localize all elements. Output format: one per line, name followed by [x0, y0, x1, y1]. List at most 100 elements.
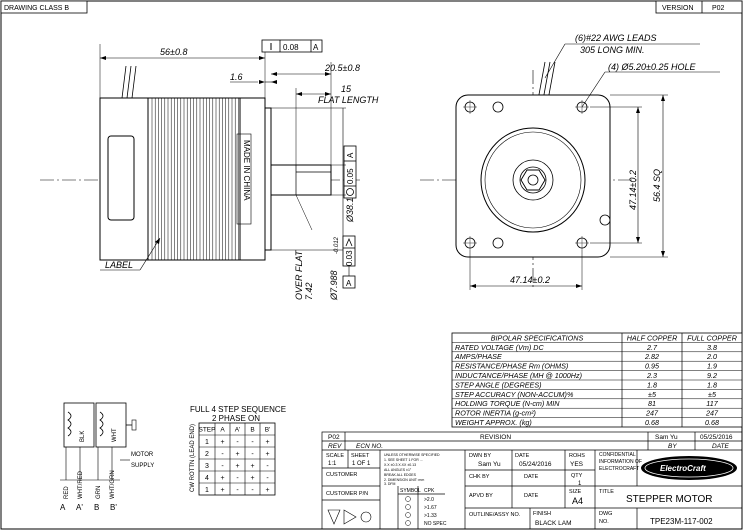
sequence-cell: -	[266, 475, 269, 482]
drawing-class-text: DRAWING CLASS B	[4, 5, 69, 12]
wire-red: RED	[64, 486, 70, 499]
electrocraft-logo	[641, 456, 737, 480]
tb-apvd-date-label: DATE	[524, 493, 539, 499]
tb-chk-label: CHK BY	[469, 474, 490, 480]
spec-half-copper: 2.82	[644, 352, 659, 361]
spec-full-copper: 117	[706, 399, 718, 408]
sequence-cell: +	[250, 475, 254, 482]
square-dim: 56.4 SQ	[652, 169, 662, 202]
spec-full-copper: 3.8	[707, 343, 717, 352]
spec-header-2: FULL COPPER	[687, 333, 737, 342]
spec-full-copper: 1.8	[707, 380, 717, 389]
tb-confidential-1: CONFIDENTIAL	[599, 452, 636, 458]
version-box	[655, 0, 743, 14]
spec-label: ROTOR INERTIA (g-cm²)	[455, 409, 536, 418]
tb-rev-date: 05/25/2016	[700, 434, 733, 441]
side-view: MADE IN CHINA 56±0.8 0.08 A 20.5±0.8 1.6…	[40, 39, 379, 301]
sequence-cell: +	[235, 463, 239, 470]
sequence-cell: 3	[205, 463, 209, 470]
tb-customer-pn-label: CUSTOMER P/N	[326, 491, 368, 497]
sequence-cell: +	[250, 463, 254, 470]
tb-qty-value: 1	[578, 481, 582, 487]
flatness-value: 0.08	[283, 43, 299, 52]
version-label: VERSION	[662, 5, 694, 12]
sequence-cell: 4	[205, 475, 209, 482]
leads-spec: (6)#22 AWG LEADS	[575, 33, 657, 43]
spec-half-copper: 2.3	[646, 371, 657, 380]
label-tag: LABEL	[105, 260, 133, 270]
spec-full-copper: 0.68	[705, 418, 719, 427]
shaft-diameter-tolerance: -0.012	[334, 236, 340, 254]
tb-rev-label: REV	[328, 443, 342, 450]
drawing-class-box	[0, 0, 88, 14]
sequence-header: A'	[235, 427, 241, 434]
tb-sheet-value: 1 OF 1	[352, 461, 371, 467]
sequence-subtitle: 2 PHASE ON	[212, 414, 260, 423]
tb-by-label: BY	[668, 443, 677, 450]
sequence-cell: -	[236, 439, 239, 446]
tb-scale-label: SCALE	[326, 453, 344, 459]
wiring-diagram: BLK WHT MOTOR SUPPLY RED WHT/RED GRN WHT…	[60, 402, 154, 512]
sequence-cell: +	[220, 487, 224, 494]
spec-half-copper: 0.68	[645, 418, 659, 427]
sequence-cell: +	[235, 451, 239, 458]
tb-rev-by: Sam Yu	[655, 434, 678, 441]
tb-cpk-1: >2.0	[424, 497, 434, 503]
front-view: (6)#22 AWG LEADS 305 LONG MIN. (4) Ø5.20…	[420, 33, 720, 290]
wire-wht-label: WHT	[112, 428, 118, 442]
tb-cpk-label: CPK	[424, 488, 435, 494]
tb-title-value: STEPPER MOTOR	[626, 494, 713, 505]
tb-tol-note-5: BREAK ALL EDGES	[384, 473, 417, 477]
flatness-datum: A	[313, 43, 319, 52]
tb-tol-note-7: 3. DFM	[384, 482, 396, 486]
spec-full-copper: 2.0	[706, 352, 717, 361]
wire-grn: GRN	[96, 486, 102, 499]
motor-supply-label-1: MOTOR	[131, 452, 154, 458]
sequence-cell: -	[221, 463, 224, 470]
dim-length: 56±0.8	[160, 47, 187, 57]
bolt-circle-dim: 47.14±0.2	[628, 170, 638, 210]
tb-confidential-2: INFORMATION OF	[599, 459, 642, 465]
sequence-cell: +	[265, 451, 269, 458]
dim-pilot-length: 1.6	[230, 72, 243, 82]
spec-half-copper: 2.7	[646, 343, 658, 352]
pilot-tolerance-frame	[343, 145, 357, 199]
flat-length-label: FLAT LENGTH	[318, 95, 379, 105]
spec-label: RATED VOLTAGE (Vm) DC	[455, 343, 544, 352]
tb-size-label: SIZE	[569, 489, 582, 495]
tb-dwg-number: TPE23M-117-002	[650, 517, 713, 526]
sequence-cell: -	[266, 463, 269, 470]
spec-half-copper: 247	[645, 409, 659, 418]
tb-revision-label: REVISION	[480, 434, 511, 441]
tb-dwn-by: Sam Yu	[478, 461, 501, 468]
spec-header-1: HALF COPPER	[627, 333, 678, 342]
tb-rohs-value: YES	[570, 461, 584, 468]
tb-chk-date-label: DATE	[524, 474, 539, 480]
title-block	[321, 431, 743, 530]
sequence-cell: +	[265, 487, 269, 494]
tb-tol-note-4: ALL ANGLES ±1°	[384, 468, 412, 472]
over-flat-label: OVER FLAT	[294, 249, 304, 300]
sequence-header: A	[220, 427, 225, 434]
tb-cpk-2: >1.67	[424, 505, 437, 511]
terminal-a-prime: A'	[76, 503, 83, 512]
spec-label: RESISTANCE/PHASE Rm (OHMS)	[455, 362, 568, 371]
sequence-cell: -	[251, 439, 254, 446]
sequence-header: B'	[265, 427, 271, 434]
dim-shaft-length: 20.5±0.8	[324, 63, 360, 73]
tb-confidential-3: ELECTROCRAFT	[599, 466, 639, 472]
wire-wht-red: WHT/RED	[78, 470, 84, 499]
tb-finish-value: BLACK LAM	[535, 520, 572, 527]
tb-tol-note-6: 2. DIMENSION UNIT: mm	[384, 478, 424, 482]
spec-full-copper: 1.9	[707, 362, 717, 371]
tb-ecn-label: ECN NO.	[356, 443, 383, 450]
spec-half-copper: 0.95	[645, 362, 660, 371]
sequence-cell: -	[251, 451, 254, 458]
tb-dwn-date-label: DATE	[515, 453, 530, 459]
holes-spec: (4) Ø5.20±0.25 HOLE	[608, 62, 696, 72]
made-in-china-text: MADE IN CHINA	[242, 140, 251, 201]
step-sequence: FULL 4 STEP SEQUENCE 2 PHASE ON CW ROTTN…	[190, 405, 286, 496]
sequence-rotation-label: CW ROTTN (LEAD END)	[190, 424, 196, 492]
spec-full-copper: ±5	[708, 390, 717, 399]
